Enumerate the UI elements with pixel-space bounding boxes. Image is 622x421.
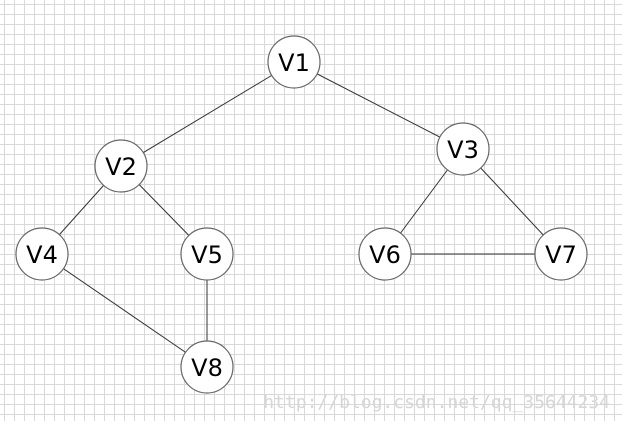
node-label: V4 [26, 241, 58, 269]
node-circle [267, 35, 321, 89]
node-v1: V1 [267, 35, 321, 89]
node-circle [180, 227, 234, 281]
node-v7: V7 [534, 227, 588, 281]
node-label: V1 [278, 49, 310, 77]
node-circle [436, 122, 490, 176]
graph-edges [41, 61, 562, 368]
node-v4: V4 [15, 227, 69, 281]
node-v2: V2 [94, 139, 148, 193]
node-circle [15, 227, 69, 281]
node-label: V5 [191, 241, 223, 269]
node-circle [94, 139, 148, 193]
node-label: V8 [191, 354, 223, 382]
node-circle [180, 340, 234, 394]
edge-v1-v3 [293, 61, 464, 150]
node-circle [358, 227, 412, 281]
watermark-text: http://blog.csdn.net/qq_35644234 [263, 392, 610, 413]
node-label: V3 [447, 136, 479, 164]
node-label: V6 [369, 241, 401, 269]
node-v8: V8 [180, 340, 234, 394]
node-v5: V5 [180, 227, 234, 281]
node-v6: V6 [358, 227, 412, 281]
edge-v1-v2 [120, 61, 295, 167]
node-v3: V3 [436, 122, 490, 176]
node-label: V7 [545, 241, 577, 269]
node-label: V2 [105, 153, 137, 181]
node-circle [534, 227, 588, 281]
edge-v4-v8 [41, 253, 208, 368]
